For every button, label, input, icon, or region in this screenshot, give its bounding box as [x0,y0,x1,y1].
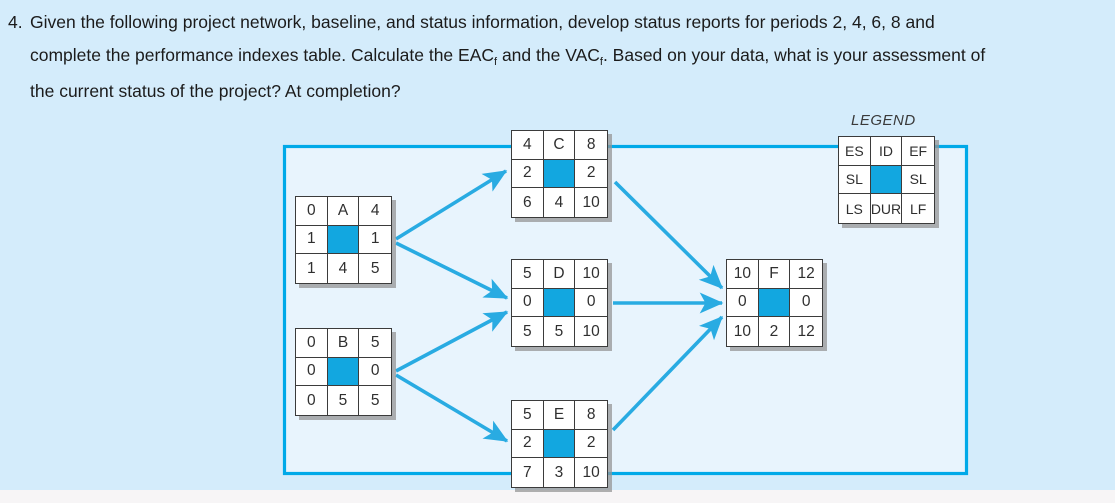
legend-title: LEGEND [851,112,916,129]
legend-cell-duration-fill [870,165,903,195]
node-d-slack-left: 0 [512,288,544,318]
question-line-2a: complete the performance indexes table. … [30,45,495,65]
node-c-id: C [543,131,576,160]
question-line-2: complete the performance indexes table. … [30,39,1115,75]
edge-b-to-e [395,373,509,443]
node-a[interactable]: 0 A 4 1 1 1 4 5 [295,196,392,284]
question-text: Given the following project network, bas… [30,6,1115,108]
node-d[interactable]: 5 D 10 0 0 5 5 10 [511,259,608,347]
node-f-id: F [758,260,791,289]
node-a-es: 0 [296,197,328,226]
node-c-ls: 6 [512,188,544,217]
node-a-dur: 4 [327,254,360,283]
node-b-id: B [327,329,360,358]
legend-cell-ls: LS [839,194,871,223]
node-c[interactable]: 4 C 8 2 2 6 4 10 [511,130,608,218]
node-e-es: 5 [512,401,544,430]
node-a-lf: 5 [359,254,391,283]
node-b-duration-fill [327,357,360,387]
node-c-duration-fill [543,159,576,189]
node-f-slack-right: 0 [790,288,822,318]
node-a-ef: 4 [359,197,391,226]
node-f[interactable]: 10 F 12 0 0 10 2 12 [726,259,823,347]
node-a-ls: 1 [296,254,328,283]
node-c-slack-right: 2 [575,159,607,189]
node-b-lf: 5 [359,386,391,415]
node-e-slack-left: 2 [512,429,544,459]
node-b-es: 0 [296,329,328,358]
node-d-duration-fill [543,288,576,318]
node-f-duration-fill [758,288,791,318]
legend-cell-sl-left: SL [839,165,871,195]
node-f-lf: 12 [790,317,822,346]
legend-cell-es: ES [839,137,871,166]
node-e-ls: 7 [512,458,544,487]
node-e-lf: 10 [575,458,607,487]
legend-node: ES ID EF SL SL LS DUR LF [838,136,935,224]
node-e-ef: 8 [575,401,607,430]
node-b[interactable]: 0 B 5 0 0 0 5 5 [295,328,392,416]
node-b-slack-left: 0 [296,357,328,387]
edge-a-to-d [395,241,509,300]
node-c-slack-left: 2 [512,159,544,189]
vac-subscript: f [599,56,603,68]
eac-subscript: f [494,56,498,68]
question-line-2b: and the VAC [497,45,600,65]
node-b-dur: 5 [327,386,360,415]
node-a-duration-fill [327,225,360,255]
node-e-dur: 3 [543,458,576,487]
node-d-slack-right: 0 [575,288,607,318]
node-d-es: 5 [512,260,544,289]
node-c-ef: 8 [575,131,607,160]
node-e-slack-right: 2 [575,429,607,459]
question-line-1: Given the following project network, bas… [30,12,935,32]
node-d-ls: 5 [512,317,544,346]
node-e[interactable]: 5 E 8 2 2 7 3 10 [511,400,608,488]
node-f-es: 10 [727,260,759,289]
node-c-lf: 10 [575,188,607,217]
node-a-slack-left: 1 [296,225,328,255]
node-a-slack-right: 1 [359,225,391,255]
edge-c-to-f [613,180,724,290]
node-f-dur: 2 [758,317,791,346]
node-d-dur: 5 [543,317,576,346]
legend-cell-dur: DUR [870,194,903,223]
edge-b-to-d [395,310,509,373]
node-d-ef: 10 [575,260,607,289]
node-d-lf: 10 [575,317,607,346]
node-b-slack-right: 0 [359,357,391,387]
legend-cell-id: ID [870,137,903,166]
question-line-2c: . Based on your data, what is your asses… [602,45,986,65]
node-c-dur: 4 [543,188,576,217]
node-f-slack-left: 0 [727,288,759,318]
node-e-id: E [543,401,576,430]
question-block: 4. Given the following project network, … [0,0,1115,108]
legend-cell-ef: EF [902,137,934,166]
node-b-ef: 5 [359,329,391,358]
node-c-es: 4 [512,131,544,160]
node-f-ef: 12 [790,260,822,289]
edge-a-to-c [395,169,508,241]
node-e-duration-fill [543,429,576,459]
legend-cell-lf: LF [902,194,934,223]
edge-e-to-f [611,315,724,432]
question-line-3: the current status of the project? At co… [30,81,401,101]
node-d-id: D [543,260,576,289]
node-b-ls: 0 [296,386,328,415]
question-number: 4. [8,12,23,32]
page-bottom-strip [0,490,1115,503]
legend-cell-sl-right: SL [902,165,934,195]
node-f-ls: 10 [727,317,759,346]
node-a-id: A [327,197,360,226]
